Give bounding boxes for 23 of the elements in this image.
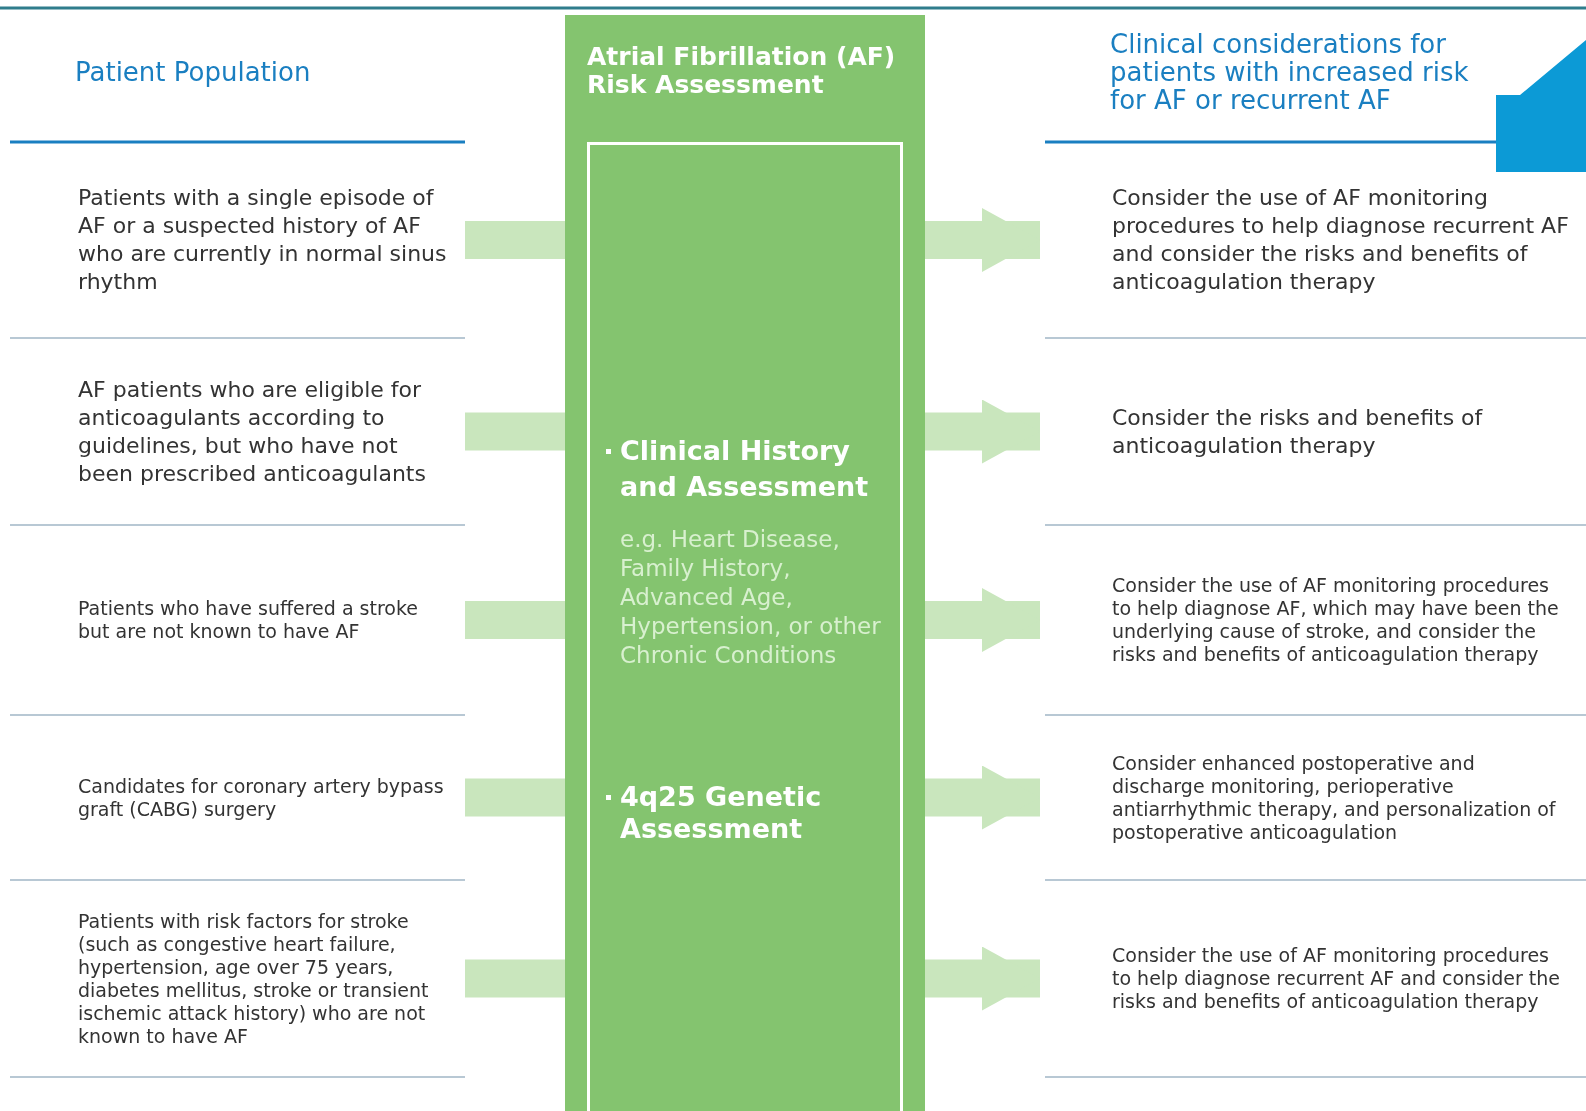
arrow — [925, 208, 1040, 272]
cell-text: AF patients who are eligible for anticoagulants according to guidelines, but who have not been prescribed anticoagulants — [78, 375, 427, 488]
cell-text: Patients with risk factors for stroke (such as congestive heart failure, hypertension, age over 75 years, diabetes mellitus, stroke or transient ischemic attack history) who are not known to have AF — [78, 909, 430, 1048]
cell-text: Consider the use of AF monitoring procedures to help diagnose AF, which may have been the underlying cause of stroke, and consider the risks and benefits of anticoagulation therapy — [1112, 574, 1560, 666]
bullet-item: Clinical History and Assessment — [620, 434, 870, 504]
assessment-box — [587, 142, 903, 1111]
cell-text: Patients with a single episode of AF or a suspected history of AF who are currently in normal sinus rhythm — [78, 184, 448, 296]
arrow — [925, 588, 1040, 652]
cell-text: Consider the use of AF monitoring procedures to help diagnose recurrent AF and consider the risks and benefits of anticoagulation therapy — [1112, 184, 1570, 296]
cell-text: Consider enhanced postoperative and discharge monitoring, perioperative antiarrhythmic therapy, and personalization of postoperative anticoagulation — [1112, 751, 1557, 844]
cell-text: Consider the use of AF monitoring procedures to help diagnose recurrent AF and consider the risks and benefits of anticoagulation therapy — [1112, 944, 1562, 1013]
arrow — [925, 399, 1040, 464]
cell-text: Consider the risks and benefits of anticoagulation therapy — [1112, 403, 1484, 460]
arrow — [925, 946, 1040, 1011]
arrow — [925, 765, 1040, 830]
panel-heading: Atrial Fibrillation (AF) Risk Assessment — [587, 43, 897, 99]
column-heading: Clinical considerations for patients with increased risk for AF or recurrent AF — [1110, 30, 1470, 114]
example-list: e.g. Heart Disease, Family History, Advanced Age, Hypertension, or other Chronic Conditions — [620, 525, 896, 670]
column-heading: Patient Population — [75, 58, 312, 86]
assessment-panel — [565, 15, 925, 1111]
cell-text: Candidates for coronary artery bypass graft (CABG) surgery — [78, 774, 445, 821]
bullet-item: 4q25 Genetic Assessment — [620, 781, 823, 845]
cell-text: Patients who have suffered a stroke but are not known to have AF — [78, 597, 419, 643]
